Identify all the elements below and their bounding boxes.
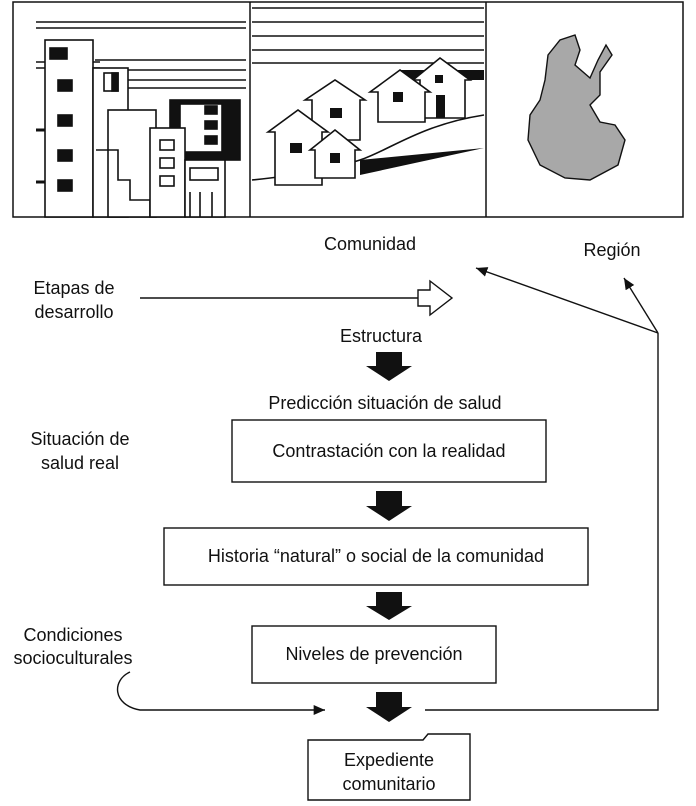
contrastacion-text: Contrastación con la realidad (272, 441, 505, 461)
down-arrow-icon (366, 491, 412, 521)
historia-text: Historia “natural” o social de la comuni… (208, 546, 544, 566)
etapas-label-line2: desarrollo (34, 302, 113, 322)
situacion-label-line1: Situación de (30, 429, 129, 449)
expediente-text-line2: comunitario (342, 774, 435, 794)
hillside-houses-icon (251, 7, 485, 186)
comunidad-label: Comunidad (324, 234, 416, 254)
expediente-box (307, 733, 471, 801)
down-arrow-icon (366, 692, 412, 722)
expediente-text-line1: Expediente (344, 750, 434, 770)
open-arrow-icon (417, 279, 454, 317)
niveles-box (251, 625, 497, 684)
situacion-label-line2: salud real (41, 453, 119, 473)
condiciones-label-line1: Condiciones (23, 625, 122, 645)
etapas-label-line1: Etapas de (33, 278, 114, 298)
down-arrow-icon (366, 352, 412, 381)
region-label: Región (583, 240, 640, 260)
down-arrows (366, 352, 412, 722)
estructura-label: Estructura (340, 326, 423, 346)
region-map-icon (527, 34, 626, 181)
niveles-text: Niveles de prevención (285, 644, 462, 664)
prediccion-label: Predicción situación de salud (268, 393, 501, 413)
historia-box (163, 527, 589, 586)
city-buildings-icon (36, 21, 246, 218)
condiciones-label-line2: socioculturales (13, 648, 132, 668)
down-arrow-icon (366, 592, 412, 620)
contrastacion-box (231, 419, 547, 483)
flow-connectors (116, 267, 659, 716)
